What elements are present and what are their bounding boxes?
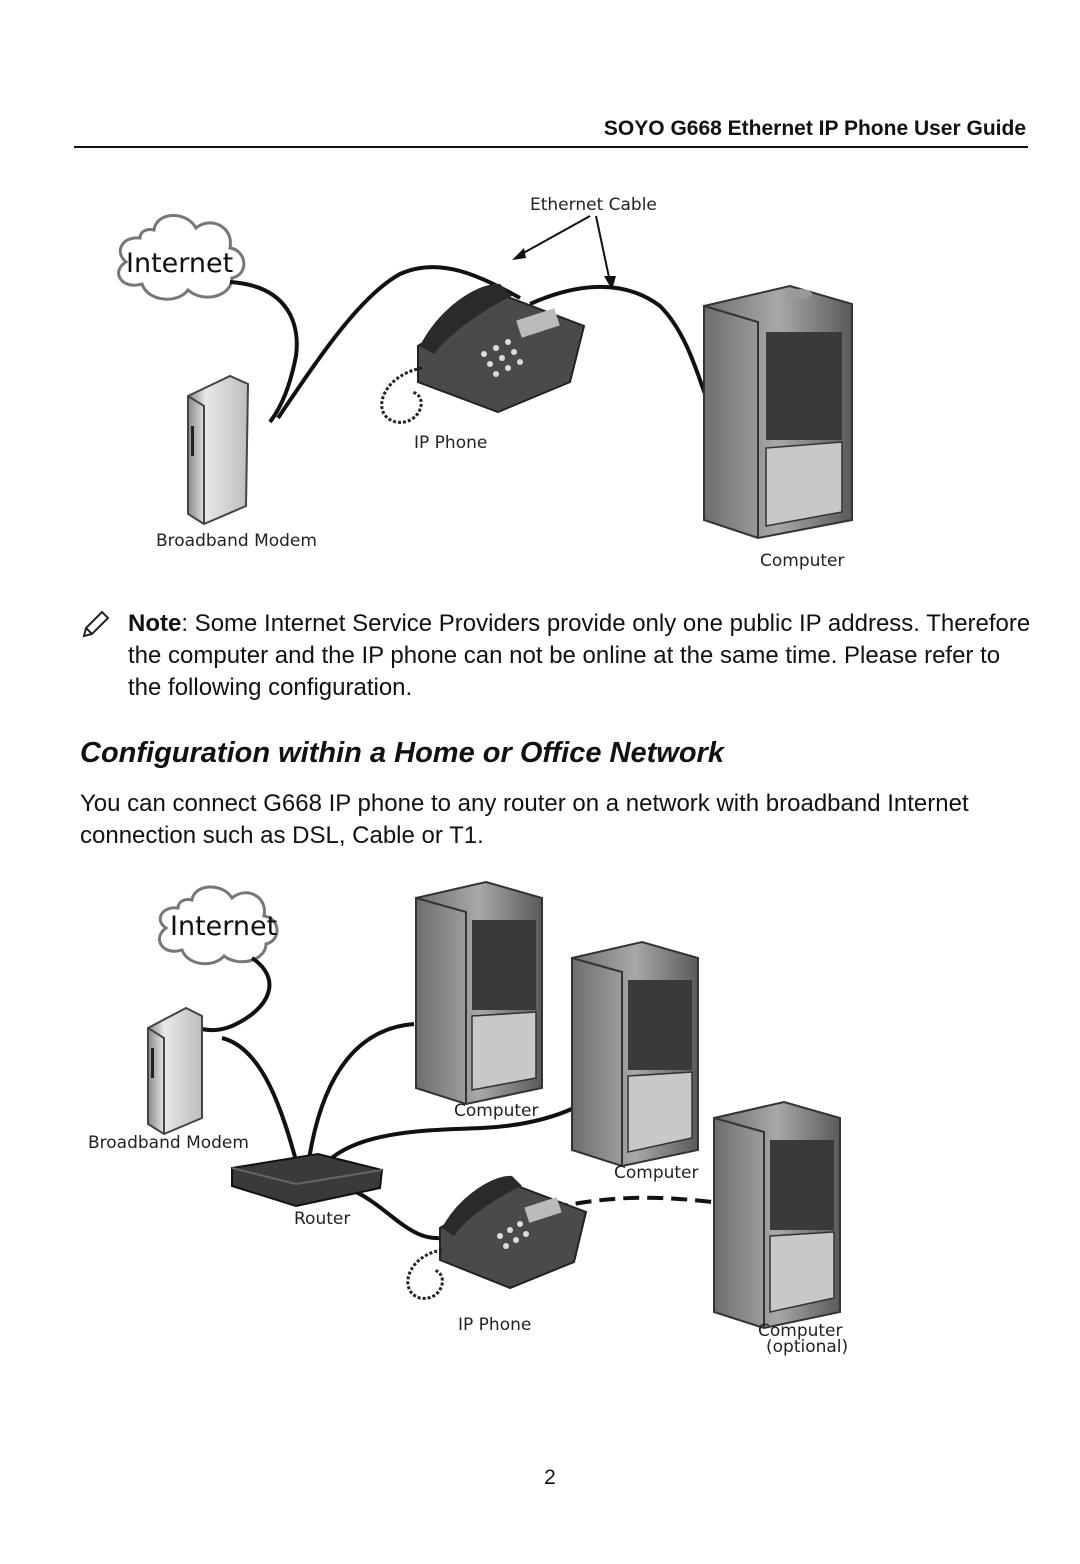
arrow-head-icon bbox=[512, 248, 526, 260]
computer-tower-icon bbox=[415, 880, 543, 1106]
internet-cloud-icon bbox=[117, 214, 246, 301]
ip-phone-icon bbox=[406, 1175, 588, 1300]
header-title: SOYO G668 Ethernet IP Phone User Guide bbox=[603, 117, 1026, 140]
broadband-modem-label: Broadband Modem bbox=[156, 531, 317, 551]
note-label: Note bbox=[128, 610, 182, 637]
ip-phone-icon bbox=[380, 283, 586, 424]
internet-cloud-icon bbox=[158, 885, 279, 966]
computer-1-label: Computer bbox=[454, 1101, 539, 1121]
arrow-head-icon bbox=[604, 276, 616, 290]
ethernet-cable-label: Ethernet Cable bbox=[530, 195, 657, 215]
direct-connection-diagram: Internet Ethernet Cable Broadband Modem … bbox=[117, 195, 853, 571]
page-number: 2 bbox=[544, 1466, 556, 1489]
internet-label: Internet bbox=[170, 911, 277, 942]
optional-label: (optional) bbox=[766, 1337, 848, 1357]
phone-computer-cable bbox=[529, 284, 712, 407]
broadband-modem-icon bbox=[187, 374, 250, 526]
computer-3-label: Computer bbox=[758, 1321, 843, 1341]
note-body: : Some Internet Service Providers provid… bbox=[128, 610, 1031, 701]
page-header: SOYO G668 Ethernet IP Phone User Guide bbox=[74, 116, 1028, 148]
ip-phone-label: IP Phone bbox=[414, 433, 487, 453]
router-label: Router bbox=[294, 1209, 350, 1229]
router-network-diagram: Internet Broadband Modem Router Computer… bbox=[88, 880, 848, 1357]
computer-label: Computer bbox=[760, 551, 845, 571]
arrow-line bbox=[517, 215, 591, 257]
broadband-modem-icon bbox=[147, 1006, 203, 1136]
broadband-modem-label: Broadband Modem bbox=[88, 1133, 249, 1153]
router-computer2-cable bbox=[320, 1106, 575, 1170]
note-text: Note: Some Internet Service Providers pr… bbox=[128, 608, 1038, 704]
internet-label: Internet bbox=[126, 248, 233, 279]
router-icon bbox=[231, 1152, 384, 1208]
computer-tower-icon bbox=[571, 940, 699, 1168]
modem-router-cable bbox=[221, 1036, 300, 1169]
section-heading: Configuration within a Home or Office Ne… bbox=[80, 737, 724, 769]
computer-tower-icon bbox=[703, 284, 853, 540]
internet-modem-cable bbox=[193, 956, 272, 1033]
section-paragraph: You can connect G668 IP phone to any rou… bbox=[80, 790, 969, 849]
computer-tower-icon bbox=[713, 1100, 841, 1330]
ip-phone-label: IP Phone bbox=[458, 1315, 531, 1335]
computer-2-label: Computer bbox=[614, 1163, 699, 1183]
modem-phone-cable bbox=[276, 265, 521, 420]
router-computer1-cable bbox=[306, 1022, 415, 1167]
arrow-line bbox=[595, 215, 611, 283]
pencil-icon bbox=[82, 610, 110, 638]
modem-internet-cable bbox=[229, 280, 299, 424]
phone-computer-optional-cable bbox=[551, 1195, 713, 1210]
